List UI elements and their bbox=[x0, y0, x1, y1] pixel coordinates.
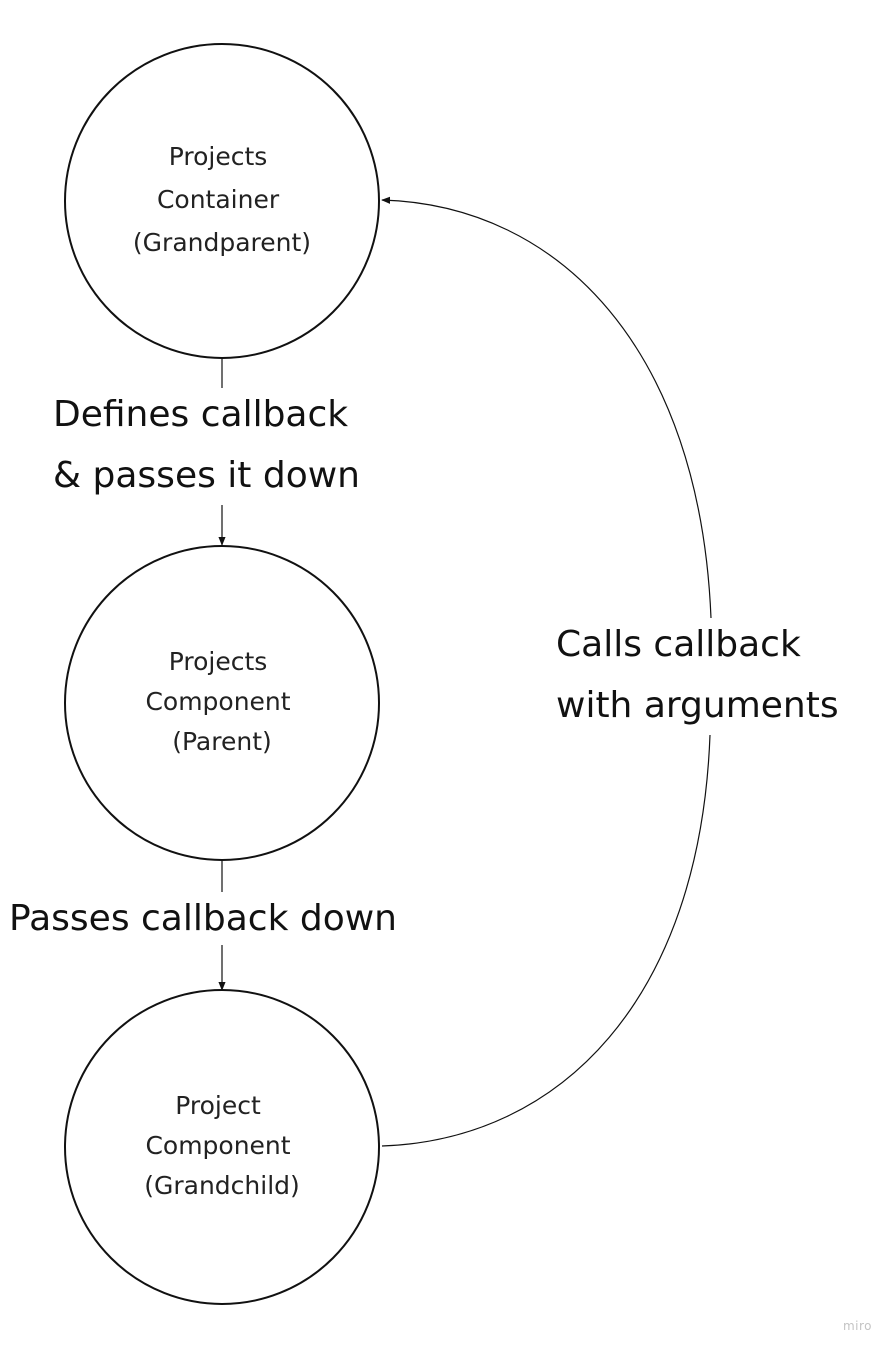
svg-text:Project Component: Project Component (Grandchild) bbox=[144, 1091, 300, 1200]
node-parent-line-2: Component bbox=[145, 687, 290, 716]
edge-label-grandchild-to-grandparent: Calls callback with arguments bbox=[556, 624, 839, 726]
node-parent: Projects Component (Parent) bbox=[64, 545, 380, 861]
edge-curve-grandchild-to-upper bbox=[381, 734, 711, 1147]
node-grandchild: Project Component (Grandchild) bbox=[64, 989, 380, 1305]
node-grandparent-line-1: Projects bbox=[169, 142, 268, 171]
edge-curve-upper-to-grandparent bbox=[381, 196, 712, 619]
node-grandchild-line-2: Component bbox=[145, 1131, 290, 1160]
edge-label-parent-to-grandchild: Passes callback down bbox=[9, 898, 397, 939]
node-parent-line-1: Projects bbox=[169, 647, 268, 676]
svg-text:Projects Component: Projects Component (Parent) bbox=[145, 647, 298, 756]
miro-watermark: miro bbox=[843, 1319, 872, 1333]
edge-label-parent-to-grandchild-line-1: Passes callback down bbox=[9, 898, 397, 939]
node-grandparent: Projects Container (Grandparent) bbox=[64, 43, 380, 359]
edge-label-grandparent-to-parent-line-1: Defines callback bbox=[53, 394, 348, 435]
svg-text:Projects Container: Projects Container (Grandparent) bbox=[133, 142, 311, 257]
edge-label-grandparent-to-parent-line-2: & passes it down bbox=[53, 455, 360, 496]
node-parent-line-3: (Parent) bbox=[172, 727, 272, 756]
node-grandparent-line-2: Container bbox=[157, 185, 280, 214]
edge-label-grandchild-to-grandparent-line-2: with arguments bbox=[556, 685, 839, 726]
node-grandchild-line-3: (Grandchild) bbox=[144, 1171, 300, 1200]
edge-label-grandparent-to-parent: Defines callback & passes it down bbox=[53, 394, 360, 496]
edge-label-grandchild-to-grandparent-line-1: Calls callback bbox=[556, 624, 801, 665]
node-grandparent-line-3: (Grandparent) bbox=[133, 228, 311, 257]
node-grandchild-line-1: Project bbox=[175, 1091, 261, 1120]
